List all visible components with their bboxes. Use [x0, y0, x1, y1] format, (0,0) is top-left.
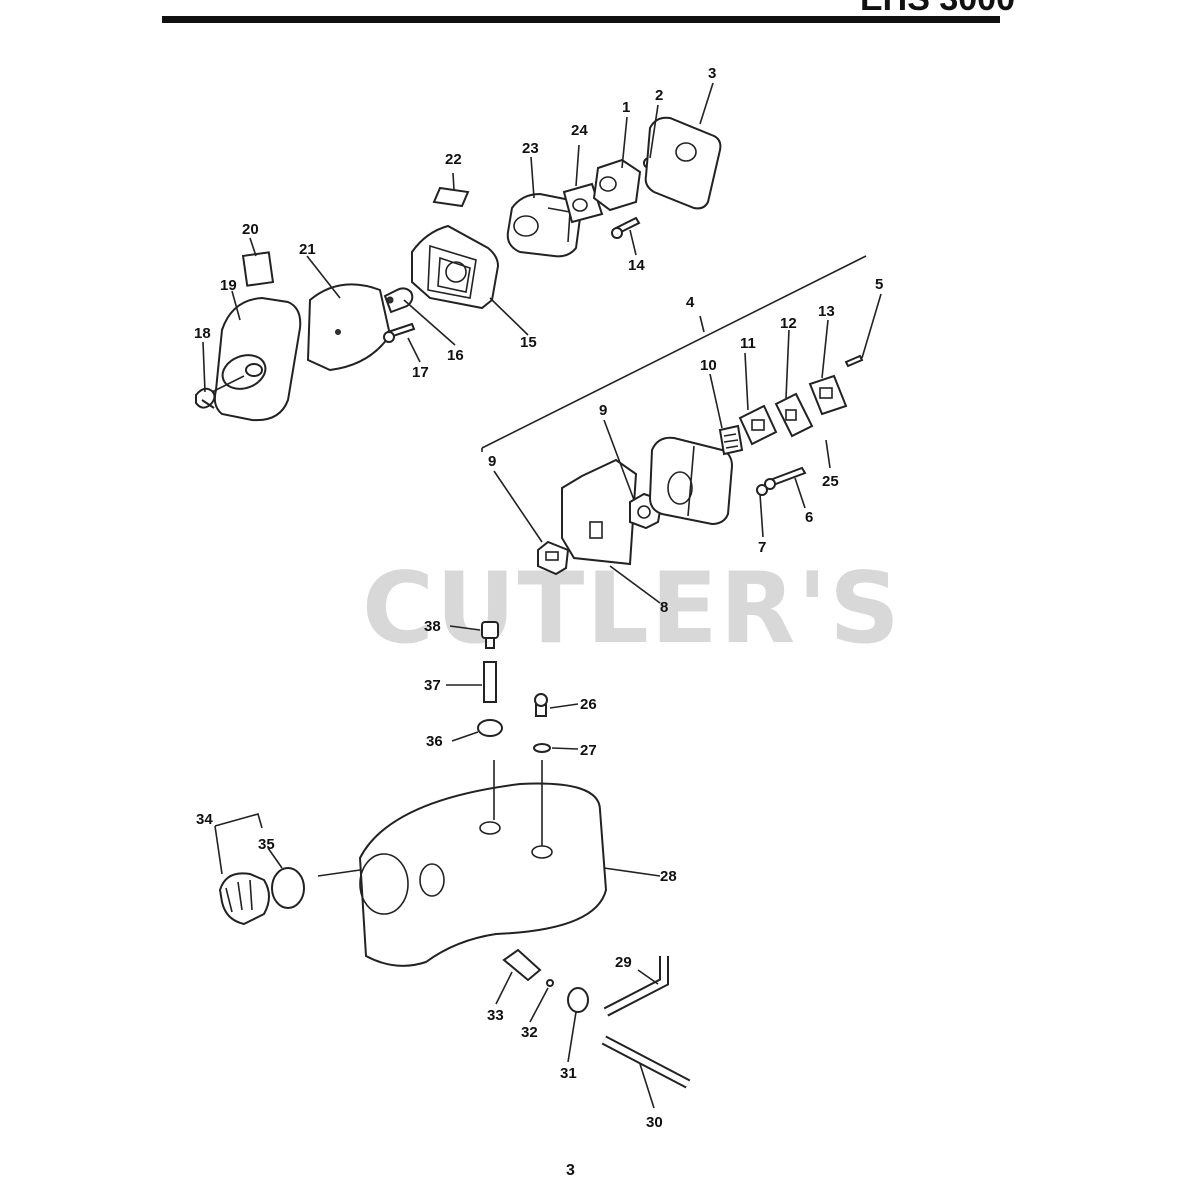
callout-19: 19 [220, 277, 237, 294]
part-wing-nut [195, 387, 216, 409]
callout-4: 4 [686, 294, 695, 311]
part-carburetor [506, 192, 582, 258]
callout-3: 3 [708, 65, 716, 82]
part-gasket-11 [738, 404, 778, 446]
callout-38: 38 [424, 618, 441, 635]
part-o-ring-35 [271, 867, 305, 909]
part-muffler [648, 436, 734, 526]
model-title: EHS 3000 [860, 0, 1015, 19]
callout-20: 20 [242, 221, 259, 238]
part-screw-17 [383, 322, 416, 343]
callout-labels: 1 2 3 4 5 6 7 8 9 9 10 11 12 13 14 15 16… [194, 65, 883, 1131]
callout-28: 28 [660, 868, 677, 885]
part-screw-26 [534, 693, 548, 717]
callout-9a: 9 [488, 453, 496, 470]
part-cover-13 [808, 374, 848, 416]
part-screen-10 [718, 424, 744, 456]
callout-10: 10 [700, 357, 717, 374]
part-pipe-37 [483, 661, 497, 703]
callout-8: 8 [660, 599, 668, 616]
callout-30: 30 [646, 1114, 663, 1131]
callout-1: 1 [622, 99, 630, 116]
bracket-muffler-assembly [481, 255, 867, 449]
part-air-filter-base [411, 224, 500, 310]
part-fuel-line-30 [601, 1035, 691, 1089]
callout-29: 29 [615, 954, 632, 971]
callout-25: 25 [822, 473, 839, 490]
callout-33: 33 [487, 1007, 504, 1024]
part-clip-32 [546, 979, 554, 987]
callout-14: 14 [628, 257, 645, 274]
callout-37: 37 [424, 677, 441, 694]
part-grommet-31 [567, 987, 589, 1013]
part-choke-lever [383, 287, 414, 314]
part-gasket-9a [537, 540, 570, 576]
part-fuel-line-29 [603, 956, 669, 1017]
callout-26: 26 [580, 696, 597, 713]
page-number: 3 [566, 1162, 575, 1179]
callout-35: 35 [258, 836, 275, 853]
part-intake-manifold [592, 158, 642, 212]
part-fuel-cap [218, 872, 270, 926]
part-screw-14 [611, 216, 641, 239]
callout-15: 15 [520, 334, 537, 351]
part-filter-element [306, 283, 392, 372]
callout-16: 16 [447, 347, 464, 364]
callout-21: 21 [299, 241, 316, 258]
part-washer-27 [533, 743, 551, 753]
part-label [241, 251, 275, 287]
part-grommet-36 [477, 719, 503, 737]
callout-7: 7 [758, 539, 766, 556]
part-washer-7 [756, 484, 768, 496]
callout-13: 13 [818, 303, 835, 320]
part-fuel-tank [358, 782, 608, 967]
part-plate-12 [774, 392, 814, 438]
part-air-filter-cover [211, 296, 302, 422]
part-plug-38 [481, 621, 499, 649]
part-bolt-5 [844, 354, 864, 368]
callout-17: 17 [412, 364, 429, 381]
callout-24: 24 [571, 122, 588, 139]
watermark: CUTLER'S [362, 552, 902, 666]
part-fuel-filter-33 [502, 948, 542, 982]
callout-34: 34 [196, 811, 213, 828]
callout-22: 22 [445, 151, 462, 168]
callout-27: 27 [580, 742, 597, 759]
callout-9b: 9 [599, 402, 607, 419]
callout-11: 11 [740, 335, 756, 352]
part-insulator-24 [562, 182, 604, 224]
part-gasket-3 [644, 116, 722, 210]
leader-lines [202, 82, 882, 1109]
callout-36: 36 [426, 733, 443, 750]
callout-2: 2 [655, 87, 663, 104]
callout-31: 31 [560, 1065, 577, 1082]
callout-18: 18 [194, 325, 211, 342]
callout-6: 6 [805, 509, 813, 526]
callout-5: 5 [875, 276, 883, 293]
callout-12: 12 [780, 315, 797, 332]
header-rule [162, 16, 1000, 23]
part-bolt-6 [764, 466, 807, 490]
callout-23: 23 [522, 140, 539, 157]
part-gasket-22 [432, 186, 470, 208]
callout-32: 32 [521, 1024, 538, 1041]
